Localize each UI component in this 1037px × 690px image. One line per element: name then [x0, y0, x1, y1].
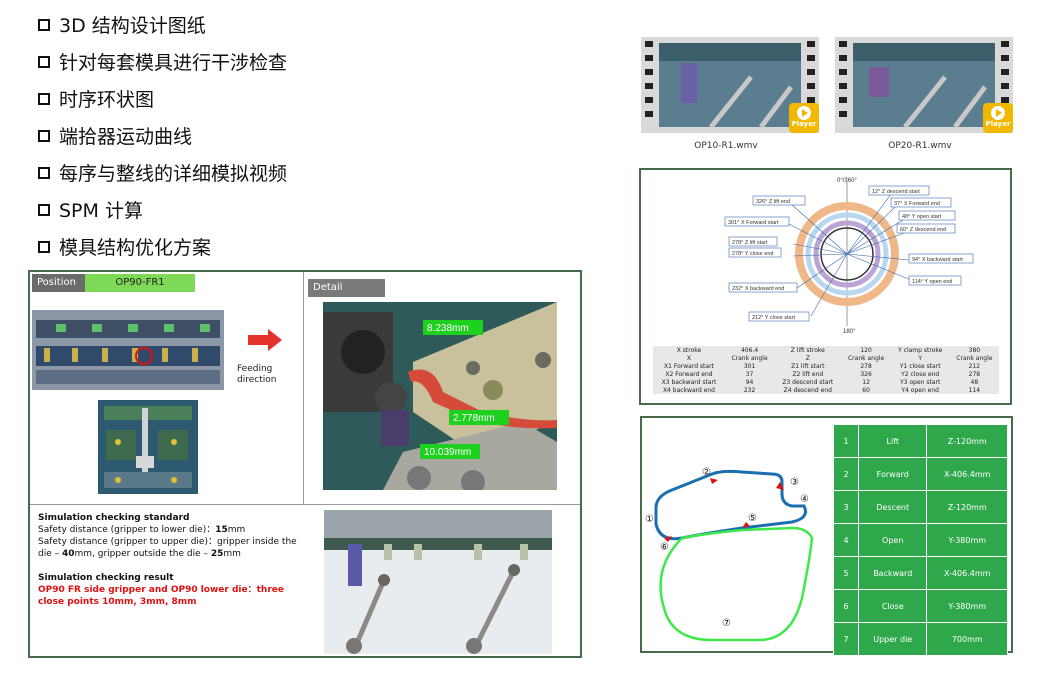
callout-label: 232° X backward end [732, 286, 784, 292]
checkbox-icon [38, 92, 50, 105]
callout-label: 301° X Forward start [728, 220, 779, 226]
feature-label: 针对每套模具进行干涉检查 [59, 52, 288, 74]
feature-label: SPM 计算 [59, 200, 143, 222]
play-button[interactable]: Player [789, 103, 819, 133]
simulation-3d-image [324, 510, 552, 654]
point-label: ⑦ [722, 618, 731, 629]
video-thumbnail-op10[interactable]: Player OP10-R1.wmv [641, 37, 819, 151]
measurement-tag [449, 410, 509, 425]
angle-top-label: 0°/360° [837, 178, 857, 184]
feature-item: 3D 结构设计图纸 [38, 6, 458, 43]
standard-title: Simulation checking standard [38, 513, 190, 523]
checkbox-icon [38, 18, 50, 31]
checkbox-icon [38, 129, 50, 142]
feeding-direction-label: Feeding direction [237, 364, 277, 385]
callout-label: 48° Y open start [902, 214, 942, 220]
point-label: ① [645, 514, 654, 525]
feature-label: 端拾器运动曲线 [59, 126, 193, 148]
standard-line-lower: Safety distance (gripper to lower die)：1… [38, 525, 246, 535]
feature-item: 端拾器运动曲线 [38, 117, 458, 154]
play-icon [797, 106, 811, 120]
gripper-closeup-image [98, 400, 198, 494]
feature-item: 模具结构优化方案 [38, 228, 458, 265]
measurement-tag [423, 320, 483, 335]
position-label: Position [32, 274, 87, 292]
callout-label: 326° Z lift end [756, 199, 790, 205]
callout-label: 114° Y open end [912, 279, 952, 285]
video-filename: OP10-R1.wmv [694, 141, 758, 151]
divider-vertical [303, 272, 304, 504]
interference-detail-image: 8.238mm 2.778mm 10.039mm [323, 302, 557, 490]
callout-label: 278° Z lift start [732, 240, 768, 246]
timing-ring-diagram: 0°/360° 180° 12° Z descend start 326° Z … [639, 168, 1012, 405]
measurement-text: 8.238mm [427, 323, 469, 334]
video-thumbnail-op20[interactable]: Player OP20-R1.wmv [835, 37, 1013, 151]
feature-item: 针对每套模具进行干涉检查 [38, 43, 458, 80]
feature-item: 每序与整线的详细模拟视频 [38, 154, 458, 191]
player-label: Player [791, 120, 817, 128]
feature-item: 时序环状图 [38, 80, 458, 117]
simulation-panel: Position OP90-FR1 Detail Feeding directi… [28, 270, 582, 658]
result-text: OP90 FR side gripper and OP90 lower die：… [38, 585, 284, 607]
point-label: ③ [790, 477, 799, 488]
callout-label: 278° Y close end [732, 251, 773, 257]
feature-label: 每序与整线的详细模拟视频 [59, 163, 288, 185]
press-line-overview-image [32, 310, 224, 390]
callout-label: 12° Z descend start [872, 189, 920, 195]
result-title: Simulation checking result [38, 573, 174, 583]
checkbox-icon [38, 203, 50, 216]
timing-ring-svg: 0°/360° 180° 12° Z descend start 326° Z … [724, 178, 974, 335]
checkbox-icon [38, 55, 50, 68]
measurement-tag [420, 444, 480, 459]
feeding-arrow-icon [248, 329, 282, 351]
divider-horizontal [30, 504, 580, 505]
feature-list: 3D 结构设计图纸 针对每套模具进行干涉检查 时序环状图 端拾器运动曲线 每序与… [38, 6, 458, 265]
checkbox-icon [38, 240, 50, 253]
measurement-text: 10.039mm [424, 447, 471, 458]
detail-label: Detail [308, 279, 385, 297]
point-label: ④ [800, 494, 809, 505]
standard-line-upper: Safety distance (gripper to upper die)：g… [38, 537, 297, 559]
video-filename: OP20-R1.wmv [888, 141, 952, 151]
simulation-notes: Simulation checking standard Safety dist… [38, 512, 303, 608]
feature-label: 3D 结构设计图纸 [59, 15, 206, 37]
player-label: Player [985, 120, 1011, 128]
measurement-text: 2.778mm [453, 413, 495, 424]
point-label: ⑥ [660, 542, 669, 553]
feature-label: 时序环状图 [59, 89, 155, 111]
point-label: ② [702, 467, 711, 478]
callout-label: 212° Y close start [752, 315, 795, 321]
feature-item: SPM 计算 [38, 191, 458, 228]
callout-label: 94° X backward start [912, 257, 963, 263]
point-label: ⑤ [748, 513, 757, 524]
play-button[interactable]: Player [983, 103, 1013, 133]
motion-curve-svg: ① ② ③ ④ ⑤ ⑥ ⑦ [645, 467, 814, 642]
checkbox-icon [38, 166, 50, 179]
play-icon [991, 106, 1005, 120]
position-value: OP90-FR1 [85, 274, 195, 292]
feature-label: 模具结构优化方案 [59, 237, 212, 259]
callout-label: 60° Z descend end [900, 227, 946, 233]
angle-bottom-label: 180° [843, 329, 856, 335]
callout-label: 37° X Forward end [894, 201, 940, 207]
